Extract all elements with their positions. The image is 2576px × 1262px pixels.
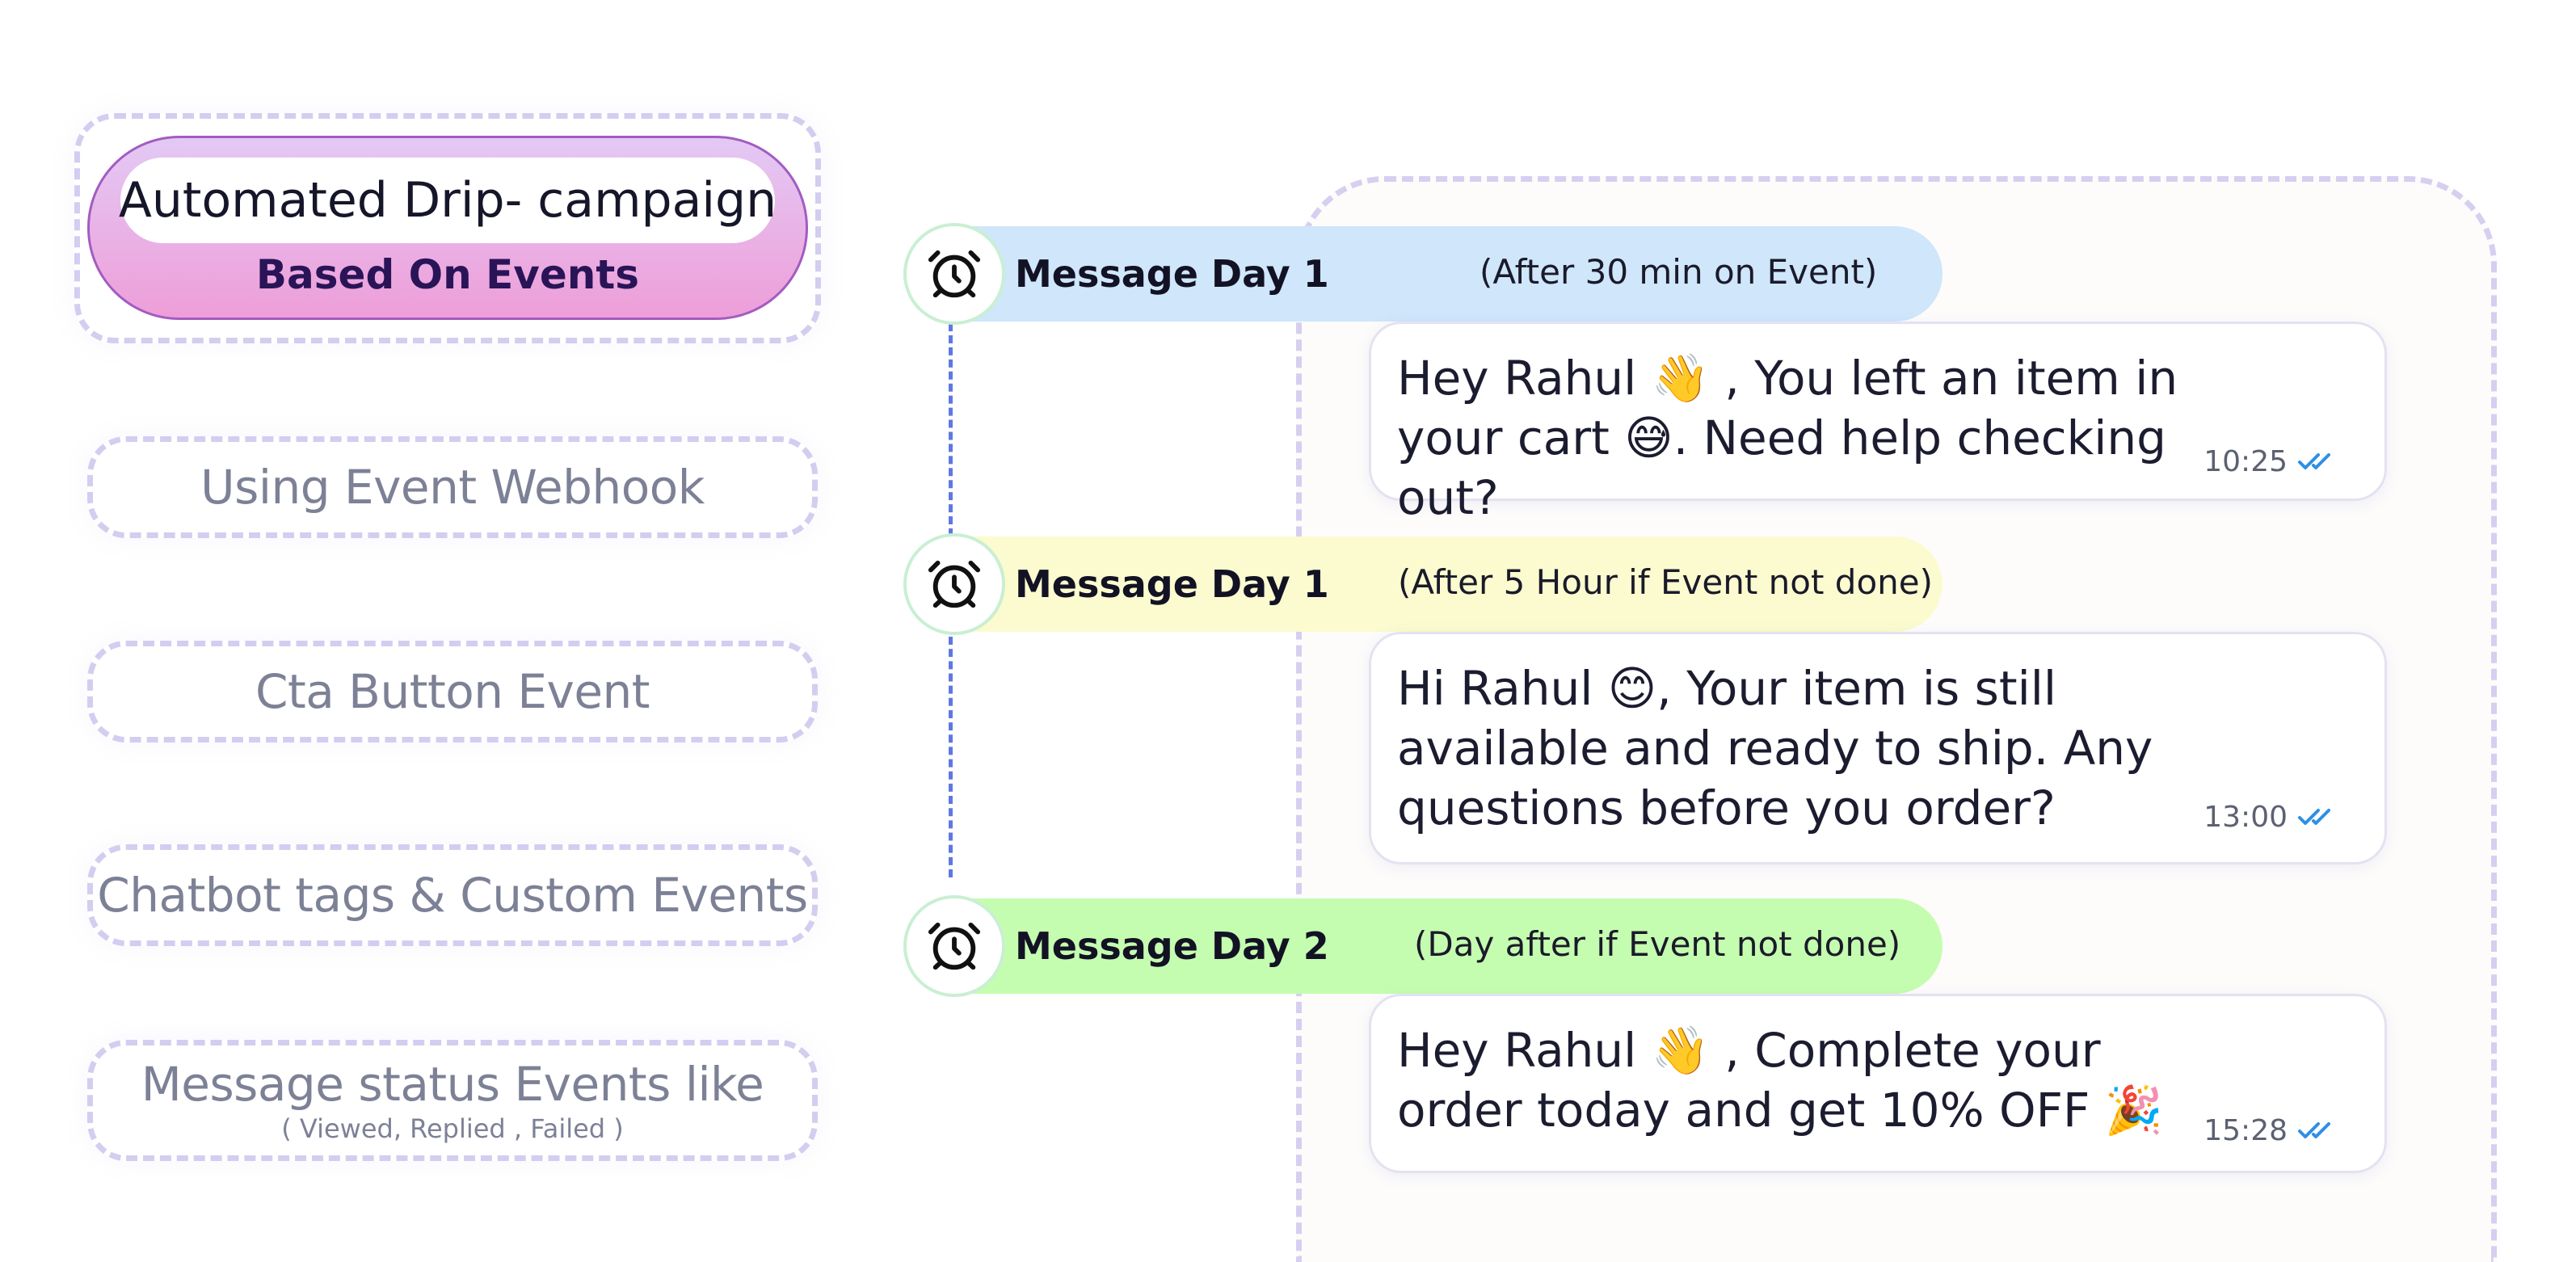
message-time: 15:28	[2203, 1114, 2288, 1147]
event-source-sublabel: ( Viewed, Replied , Failed )	[281, 1113, 624, 1144]
message-time: 13:00	[2203, 801, 2288, 834]
alarm-clock-icon	[903, 223, 1005, 325]
message-text: Hey Rahul 👋 , You left an item in your c…	[1397, 351, 2178, 525]
message-header[interactable]: Message Day 1 (After 5 Hour if Event not…	[903, 533, 1943, 635]
message-header[interactable]: Message Day 2 (Day after if Event not do…	[903, 895, 1943, 997]
campaign-subtitle: Based On Events	[255, 251, 640, 298]
message-delay-note: (After 5 Hour if Event not done)	[1398, 562, 1933, 602]
campaign-title: Automated Drip- campaign	[119, 158, 777, 243]
double-check-icon	[2297, 445, 2336, 478]
double-check-icon	[2297, 1114, 2336, 1147]
message-text: Hey Rahul 👋 , Complete your order today …	[1397, 1023, 2164, 1138]
message-delay-note: (Day after if Event not done)	[1414, 924, 1901, 964]
campaign-card[interactable]: Automated Drip- campaign Based On Events	[87, 136, 808, 320]
message-delay-note: (After 30 min on Event)	[1480, 252, 1878, 292]
event-source-cta-button[interactable]: Cta Button Event	[87, 641, 818, 742]
message-text: Hi Rahul 😊, Your item is still available…	[1397, 661, 2153, 835]
event-source-label: Using Event Webhook	[200, 460, 705, 515]
message-time: 10:25	[2203, 445, 2288, 478]
double-check-icon	[2297, 801, 2336, 834]
event-source-chatbot-tags[interactable]: Chatbot tags & Custom Events	[87, 844, 818, 946]
message-timestamp: 13:00	[2203, 801, 2336, 834]
message-title: Message Day 1	[1015, 562, 1329, 606]
alarm-clock-icon	[903, 895, 1005, 997]
event-source-webhook[interactable]: Using Event Webhook	[87, 436, 818, 538]
event-source-label: Message status Events like	[141, 1057, 764, 1112]
message-title: Message Day 2	[1015, 924, 1329, 968]
chat-bubble: Hey Rahul 👋 , You left an item in your c…	[1369, 322, 2387, 525]
message-timestamp: 15:28	[2203, 1114, 2336, 1147]
timeline-connector	[949, 637, 953, 877]
message-timestamp: 10:25	[2203, 445, 2336, 478]
message-header[interactable]: Message Day 1 (After 30 min on Event)	[903, 223, 1943, 325]
event-source-message-status[interactable]: Message status Events like ( Viewed, Rep…	[87, 1040, 818, 1161]
chat-bubble: Hey Rahul 👋 , Complete your order today …	[1369, 994, 2387, 1173]
alarm-clock-icon	[903, 533, 1005, 635]
timeline-connector	[949, 323, 953, 536]
event-source-label: Chatbot tags & Custom Events	[97, 868, 808, 923]
message-title: Message Day 1	[1015, 252, 1329, 296]
chat-bubble: Hi Rahul 😊, Your item is still available…	[1369, 632, 2387, 864]
event-source-label: Cta Button Event	[255, 664, 650, 719]
